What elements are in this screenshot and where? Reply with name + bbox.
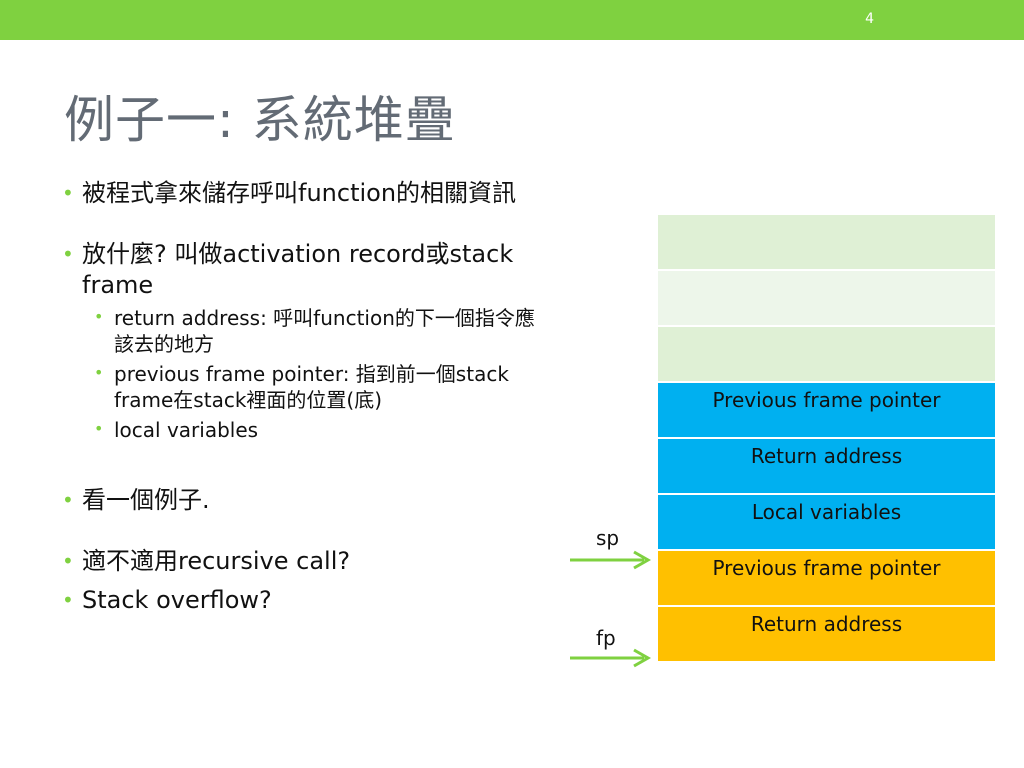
bullet-dot-icon: • [94, 419, 104, 438]
bullet-dot-icon: • [62, 588, 74, 612]
sub-bullet-item: • previous frame pointer: 指到前一個stack fra… [94, 361, 552, 413]
stack-cell-label: Local variables [751, 500, 902, 524]
bullet-text: Stack overflow? [82, 586, 272, 614]
bullet-item: • 被程式拿來儲存呼叫function的相關資訊 [62, 178, 552, 209]
sp-arrow-icon [570, 550, 652, 570]
sp-label: sp [596, 526, 620, 550]
fp-label: fp [596, 626, 616, 650]
bullet-text: 被程式拿來儲存呼叫function的相關資訊 [82, 179, 517, 207]
bullet-list: • 被程式拿來儲存呼叫function的相關資訊 • 放什麼? 叫做activa… [62, 178, 552, 616]
stack-cell-label: Return address [750, 612, 903, 636]
stack-cell: Previous frame pointer [657, 382, 999, 438]
bullet-dot-icon: • [62, 549, 74, 573]
slide-title: 例子一: 系統堆疊 [64, 91, 456, 149]
stack-cell [657, 214, 999, 270]
stack-cell: Previous frame pointer [657, 550, 999, 606]
bullet-text: 適不適用recursive call? [82, 547, 351, 575]
sub-bullet-text: return address: 呼叫function的下一個指令應該去的地方 [114, 306, 535, 356]
sub-bullet-item: • return address: 呼叫function的下一個指令應該去的地方 [94, 305, 552, 357]
stack-cell-label: Previous frame pointer [712, 556, 941, 580]
bullet-dot-icon: • [94, 363, 104, 382]
bullet-dot-icon: • [62, 181, 74, 205]
bullet-item: • Stack overflow? [62, 585, 552, 616]
stack-cell: Return address [657, 606, 999, 662]
top-accent-bar: 4 [0, 0, 1024, 40]
stack-cell-label: Previous frame pointer [712, 388, 941, 412]
bullet-item: • 看一個例子. [62, 485, 552, 516]
stack-cell [657, 326, 999, 382]
stack-cell: Local variables [657, 494, 999, 550]
stack-cell: Return address [657, 438, 999, 494]
sub-bullet-item: • local variables [94, 417, 552, 443]
bullet-dot-icon: • [62, 488, 74, 512]
bullet-text: 放什麼? 叫做activation record或stack frame [82, 240, 514, 299]
bullet-text: 看一個例子. [82, 486, 210, 514]
bullet-item: • 適不適用recursive call? [62, 546, 552, 577]
stack-cell-label: Return address [750, 444, 903, 468]
page-number: 4 [865, 11, 874, 27]
sub-bullet-text: local variables [114, 418, 259, 442]
stack-cell [657, 270, 999, 326]
bullet-dot-icon: • [94, 307, 104, 326]
fp-arrow-icon [570, 648, 652, 668]
sub-bullet-text: previous frame pointer: 指到前一個stack frame… [114, 362, 509, 412]
bullet-dot-icon: • [62, 242, 74, 266]
bullet-item: • 放什麼? 叫做activation record或stack frame [62, 239, 552, 301]
